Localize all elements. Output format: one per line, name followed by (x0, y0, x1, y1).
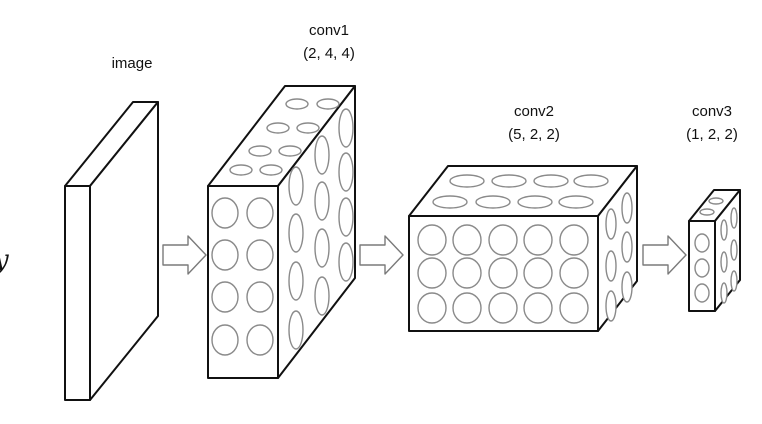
conv3-front-unit-1 (694, 233, 710, 253)
conv1-side-unit-3 (338, 108, 354, 148)
layer-label-image: image (112, 55, 153, 72)
layer-label-conv2-shape: (5, 2, 2) (508, 126, 560, 143)
side-glyph: y (0, 245, 9, 275)
conv2-side-unit-4 (621, 231, 633, 263)
conv2-front-unit-9 (523, 257, 553, 289)
conv1-side-unit-5 (314, 181, 330, 221)
conv1-side-unit-4 (288, 213, 304, 253)
conv2-side-unit-6 (621, 271, 633, 303)
conv2-front-unit-5 (559, 224, 589, 256)
conv3-top-unit-2 (699, 208, 715, 216)
image-layer-block (64, 101, 159, 401)
conv1-top-unit-2 (316, 98, 340, 110)
conv3-side-unit-2 (730, 207, 738, 229)
layer-label-conv2: conv2 (514, 103, 554, 120)
conv3-front-unit-3 (694, 283, 710, 303)
conv3-front-units (694, 233, 710, 303)
conv1-side-unit-6 (338, 152, 354, 192)
conv2-front-unit-2 (452, 224, 482, 256)
conv3-side-unit-3 (720, 251, 728, 273)
conv2-front-unit-4 (523, 224, 553, 256)
conv3-side-unit-6 (730, 270, 738, 292)
conv1-side-unit-12 (338, 242, 354, 282)
conv3-top-units (699, 197, 724, 216)
conv1-top-units (229, 98, 340, 176)
conv2-top-unit-7 (517, 195, 553, 209)
layer-label-conv3: conv3 (692, 103, 732, 120)
conv2-top-unit-6 (475, 195, 511, 209)
conv1-front-unit-2 (246, 197, 274, 229)
conv2-side-unit-3 (605, 250, 617, 282)
conv2-side-unit-1 (605, 208, 617, 240)
arrow-conv2-to-conv3 (642, 235, 687, 275)
conv1-front-unit-6 (246, 281, 274, 313)
conv2-top-unit-5 (432, 195, 468, 209)
conv1-side-unit-8 (314, 228, 330, 268)
conv1-side-unit-7 (288, 261, 304, 301)
conv1-top-unit-8 (259, 164, 283, 176)
conv1-top-unit-6 (278, 145, 302, 157)
conv1-side-unit-1 (288, 166, 304, 206)
conv1-front-unit-8 (246, 324, 274, 356)
conv3-layer-block (688, 189, 741, 312)
conv1-front-unit-5 (211, 281, 239, 313)
conv2-side-units (605, 192, 633, 322)
conv3-top-unit-1 (708, 197, 724, 205)
conv2-front-unit-7 (452, 257, 482, 289)
conv2-front-unit-12 (452, 292, 482, 324)
conv2-front-unit-1 (417, 224, 447, 256)
conv1-side-units (288, 108, 354, 350)
conv1-side-unit-10 (288, 310, 304, 350)
conv2-side-unit-5 (605, 290, 617, 322)
conv2-top-unit-2 (491, 174, 527, 188)
conv2-front-unit-8 (488, 257, 518, 289)
conv1-top-unit-1 (285, 98, 309, 110)
conv2-top-unit-8 (558, 195, 594, 209)
conv2-front-unit-13 (488, 292, 518, 324)
conv1-front-units (211, 197, 274, 356)
conv2-front-unit-3 (488, 224, 518, 256)
conv1-front-unit-4 (246, 239, 274, 271)
layer-shape-conv3: (1, 2, 2) (686, 126, 738, 143)
conv1-top-unit-5 (248, 145, 272, 157)
conv1-front-unit-7 (211, 324, 239, 356)
arrow-image-to-conv1 (162, 235, 207, 275)
conv3-side-unit-4 (730, 239, 738, 261)
arrow-conv1-to-conv2 (359, 235, 404, 275)
layer-shape-conv1: (2, 4, 4) (303, 45, 355, 62)
conv1-layer-block (207, 85, 356, 379)
conv2-front-unit-11 (417, 292, 447, 324)
conv2-front-units (417, 224, 589, 324)
conv1-top-unit-3 (266, 122, 290, 134)
conv1-side-unit-9 (338, 197, 354, 237)
conv3-side-unit-5 (720, 282, 728, 304)
conv2-side-unit-2 (621, 192, 633, 224)
conv2-layer-block (408, 165, 638, 332)
layer-label-conv1: conv1 (309, 22, 349, 39)
conv1-top-unit-4 (296, 122, 320, 134)
conv2-front-unit-15 (559, 292, 589, 324)
conv2-front-unit-10 (559, 257, 589, 289)
conv1-front-unit-3 (211, 239, 239, 271)
conv1-side-unit-11 (314, 276, 330, 316)
conv2-top-units (432, 174, 609, 209)
conv2-top-unit-1 (449, 174, 485, 188)
conv1-top-unit-7 (229, 164, 253, 176)
conv2-front-unit-14 (523, 292, 553, 324)
conv1-front-unit-1 (211, 197, 239, 229)
image-block-front (64, 185, 91, 401)
conv3-side-units (720, 207, 738, 304)
conv1-side-unit-2 (314, 135, 330, 175)
conv2-top-unit-3 (533, 174, 569, 188)
conv2-top-unit-4 (573, 174, 609, 188)
conv3-side-unit-1 (720, 219, 728, 241)
conv3-front-unit-2 (694, 258, 710, 278)
conv2-front-unit-6 (417, 257, 447, 289)
